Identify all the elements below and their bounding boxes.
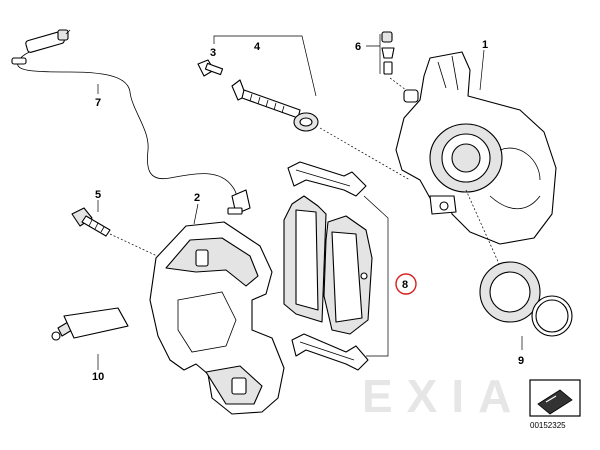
carrier-bolt[interactable] — [71, 207, 111, 237]
pad-clip-lower[interactable] — [291, 333, 369, 371]
legend-icon — [529, 379, 581, 417]
callout-10: 10 — [92, 371, 104, 383]
guide-bolt[interactable] — [197, 59, 224, 77]
bracket-6 — [366, 34, 381, 74]
guide-sleeve[interactable] — [231, 79, 319, 132]
callout-8: 8 — [402, 279, 408, 291]
callout-3: 3 — [210, 47, 216, 59]
piston-boot[interactable] — [479, 261, 541, 323]
watermark-text: EXIA — [362, 370, 525, 422]
brake-pad-outer[interactable] — [323, 215, 373, 335]
leader-1 — [479, 49, 485, 91]
callout-8-highlight-ring — [395, 273, 417, 295]
leader-2 — [193, 203, 199, 225]
bracket-8 — [363, 195, 389, 357]
bleed-valve[interactable] — [381, 31, 395, 75]
seal-ring[interactable] — [531, 295, 573, 337]
callout-7: 7 — [95, 97, 101, 109]
caliper-body[interactable] — [395, 51, 557, 245]
caliper-carrier[interactable] — [149, 221, 285, 415]
callout-6: 6 — [355, 41, 361, 53]
callout-1: 1 — [482, 39, 488, 51]
bracket-3-4 — [213, 35, 317, 97]
callout-4: 4 — [254, 41, 261, 53]
callout-9: 9 — [518, 355, 524, 367]
pad-clip-upper[interactable] — [287, 161, 367, 197]
callout-2: 2 — [194, 192, 200, 204]
wear-sensor-cable[interactable] — [11, 29, 251, 215]
brake-pad-inner[interactable] — [283, 195, 327, 323]
grease-tube[interactable] — [51, 307, 129, 341]
diagram-code: 00152325 — [530, 421, 566, 430]
callout-5: 5 — [95, 189, 101, 201]
